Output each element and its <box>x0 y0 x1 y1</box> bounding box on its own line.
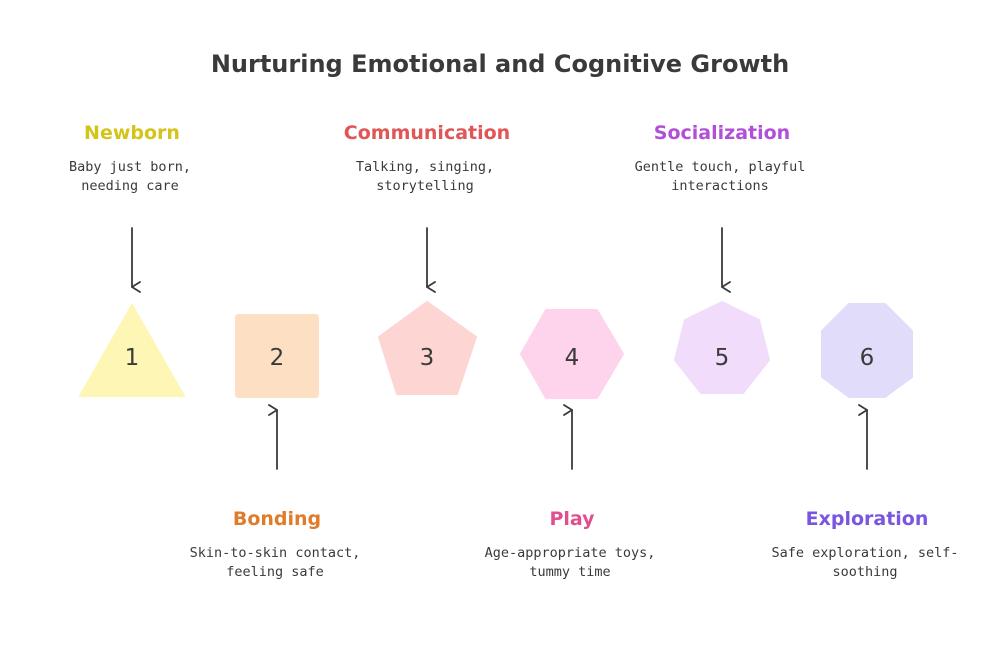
step-2-number: 2 <box>270 345 285 371</box>
step-3-number: 3 <box>420 345 435 371</box>
step-6-octagon-shape <box>821 303 913 398</box>
step-5-title: Socialization <box>653 122 791 144</box>
step-1-description: Baby just born, needing care <box>69 159 191 194</box>
step-3-description: Talking, singing, storytelling <box>355 159 495 194</box>
step-6-title: Exploration <box>805 508 929 530</box>
diagram-title: Nurturing Emotional and Cognitive Growth <box>210 50 790 78</box>
step-2-square-shape <box>235 314 319 398</box>
step-6-number: 6 <box>860 345 875 371</box>
step-3-pentagon-shape <box>378 301 477 395</box>
step-4-description: Age-appropriate toys, tummy time <box>484 545 656 580</box>
step-1-title: Newborn <box>84 122 180 144</box>
step-2-title: Bonding <box>232 508 322 530</box>
step-5-number: 5 <box>715 345 730 371</box>
step-4-hexagon-shape <box>520 309 624 399</box>
step-1-number: 1 <box>125 345 140 371</box>
step-3-title: Communication <box>343 122 511 144</box>
step-2-description: Skin-to-skin contact, feeling safe <box>189 545 361 580</box>
step-5-heptagon-shape <box>674 301 770 394</box>
step-1-triangle-shape <box>79 304 185 397</box>
step-4-number: 4 <box>565 345 580 371</box>
step-5-description: Gentle touch, playful interactions <box>634 159 806 194</box>
step-6-description: Safe exploration, self- soothing <box>771 545 959 580</box>
step-4-title: Play <box>549 508 595 530</box>
